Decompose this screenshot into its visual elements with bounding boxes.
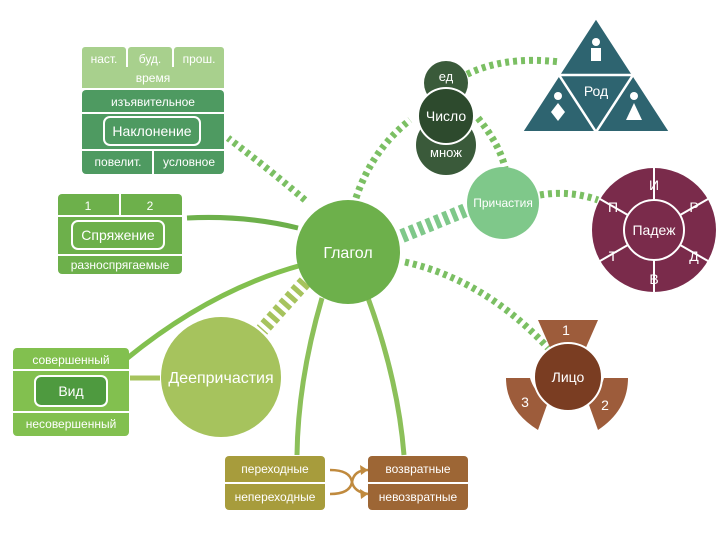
aspect-block: совершенный Вид несовершенный [13,348,129,436]
connector-number [352,117,413,200]
case-item-dative: Д [689,248,699,264]
center-circle [296,200,400,304]
number-title-circle[interactable] [417,87,475,145]
mood-imperative-label: повелит. [95,155,142,169]
tense-title-label: время [136,71,170,85]
person-item-2: 2 [601,397,609,413]
feminine-icon [626,92,642,120]
number-block: ед Число множ [416,61,476,175]
participle-circle [467,167,539,239]
conjugation-title: Спряжение [81,227,155,243]
conjugation-title-box[interactable] [71,220,165,250]
connector-gerund [256,277,311,335]
case-title: Падеж [632,222,676,238]
aspect-title: Вид [58,383,83,399]
neuter-icon [591,38,601,61]
tense-title-bar [82,67,224,88]
number-singular-label: ед [439,69,454,84]
person-title-circle[interactable] [533,342,603,412]
number-title: Число [426,108,466,124]
aspect-title-box[interactable] [34,375,108,407]
conjugation-heteroclitic-label: разноспрягаемые [71,258,170,272]
tense-cell-future[interactable] [128,47,172,71]
person-title: Лицо [552,369,585,385]
person-item-3: 3 [521,394,529,410]
case-item-instrumental: Т [609,248,618,264]
arrow-head-1 [360,489,368,499]
person-item-1: 1 [562,322,570,338]
tense-cell-past[interactable] [174,47,224,71]
gerund-node[interactable]: Деепричастия [161,317,281,437]
conjugation-second-label: 2 [147,199,154,213]
person-sector-3[interactable] [506,378,548,430]
person-block: Лицо 1 2 3 [506,320,628,430]
connector-reflexivity [365,297,407,456]
connector-transitivity [294,297,325,456]
case-block: Падеж И Р Д В Т П [592,168,716,292]
case-item-accusative: В [649,271,658,287]
participle-node[interactable]: Причастия [467,167,539,239]
tense-future-label: буд. [139,52,162,66]
connectors [123,56,600,499]
tense-past-label: прош. [183,52,216,66]
connector-number-gender [458,56,561,82]
transitive-label: переходные [241,462,309,476]
conjugation-first-label: 1 [85,199,92,213]
tense-present-label: наст. [91,52,118,66]
number-plural-label: множ [430,145,462,160]
case-title-circle[interactable] [623,199,685,261]
center-node[interactable]: Глагол [296,200,400,304]
mood-title: Наклонение [112,123,191,139]
nonreflexive-label: невозвратные [379,490,458,504]
arrow-head-2 [360,465,368,475]
gender-inner-triangle [556,73,636,135]
gerund-circle [161,317,281,437]
aspect-imperfective-label: несовершенный [26,417,117,431]
transitivity-block: переходные непереходные [225,456,325,510]
case-item-nominative: И [649,177,659,193]
gerund-label: Деепричастия [168,370,273,387]
connector-number-participle [475,115,509,169]
mood-block: наст. буд. прош. время изъявительное Нак… [82,47,224,174]
connector-aspect [123,262,303,362]
aspect-perfective-label: совершенный [32,353,109,367]
connector-participle-case [539,189,600,204]
case-item-genitive: Р [689,199,698,215]
masculine-icon [551,92,565,121]
gender-title: Род [584,83,608,99]
person-sector-1[interactable] [538,320,598,352]
center-label: Глагол [323,245,372,262]
gender-block: Род [520,16,672,135]
gender-outline [520,16,672,133]
reflexive-label: возвратные [385,462,450,476]
connector-person [404,258,551,351]
mood-indicative-label: изъявительное [111,95,195,109]
tense-cell-present[interactable] [82,47,126,71]
participle-label: Причастия [473,196,533,210]
connector-mood [225,135,308,203]
mood-conditional-label: условное [163,155,215,169]
case-item-prepositional: П [608,199,618,215]
mood-title-box[interactable] [103,116,201,146]
connector-participle [399,203,469,243]
intransitive-label: непереходные [235,490,316,504]
connector-conjugation [186,214,299,231]
reflexivity-block: возвратные невозвратные [368,456,468,510]
conjugation-block: 1 2 Спряжение разноспрягаемые [58,194,182,274]
